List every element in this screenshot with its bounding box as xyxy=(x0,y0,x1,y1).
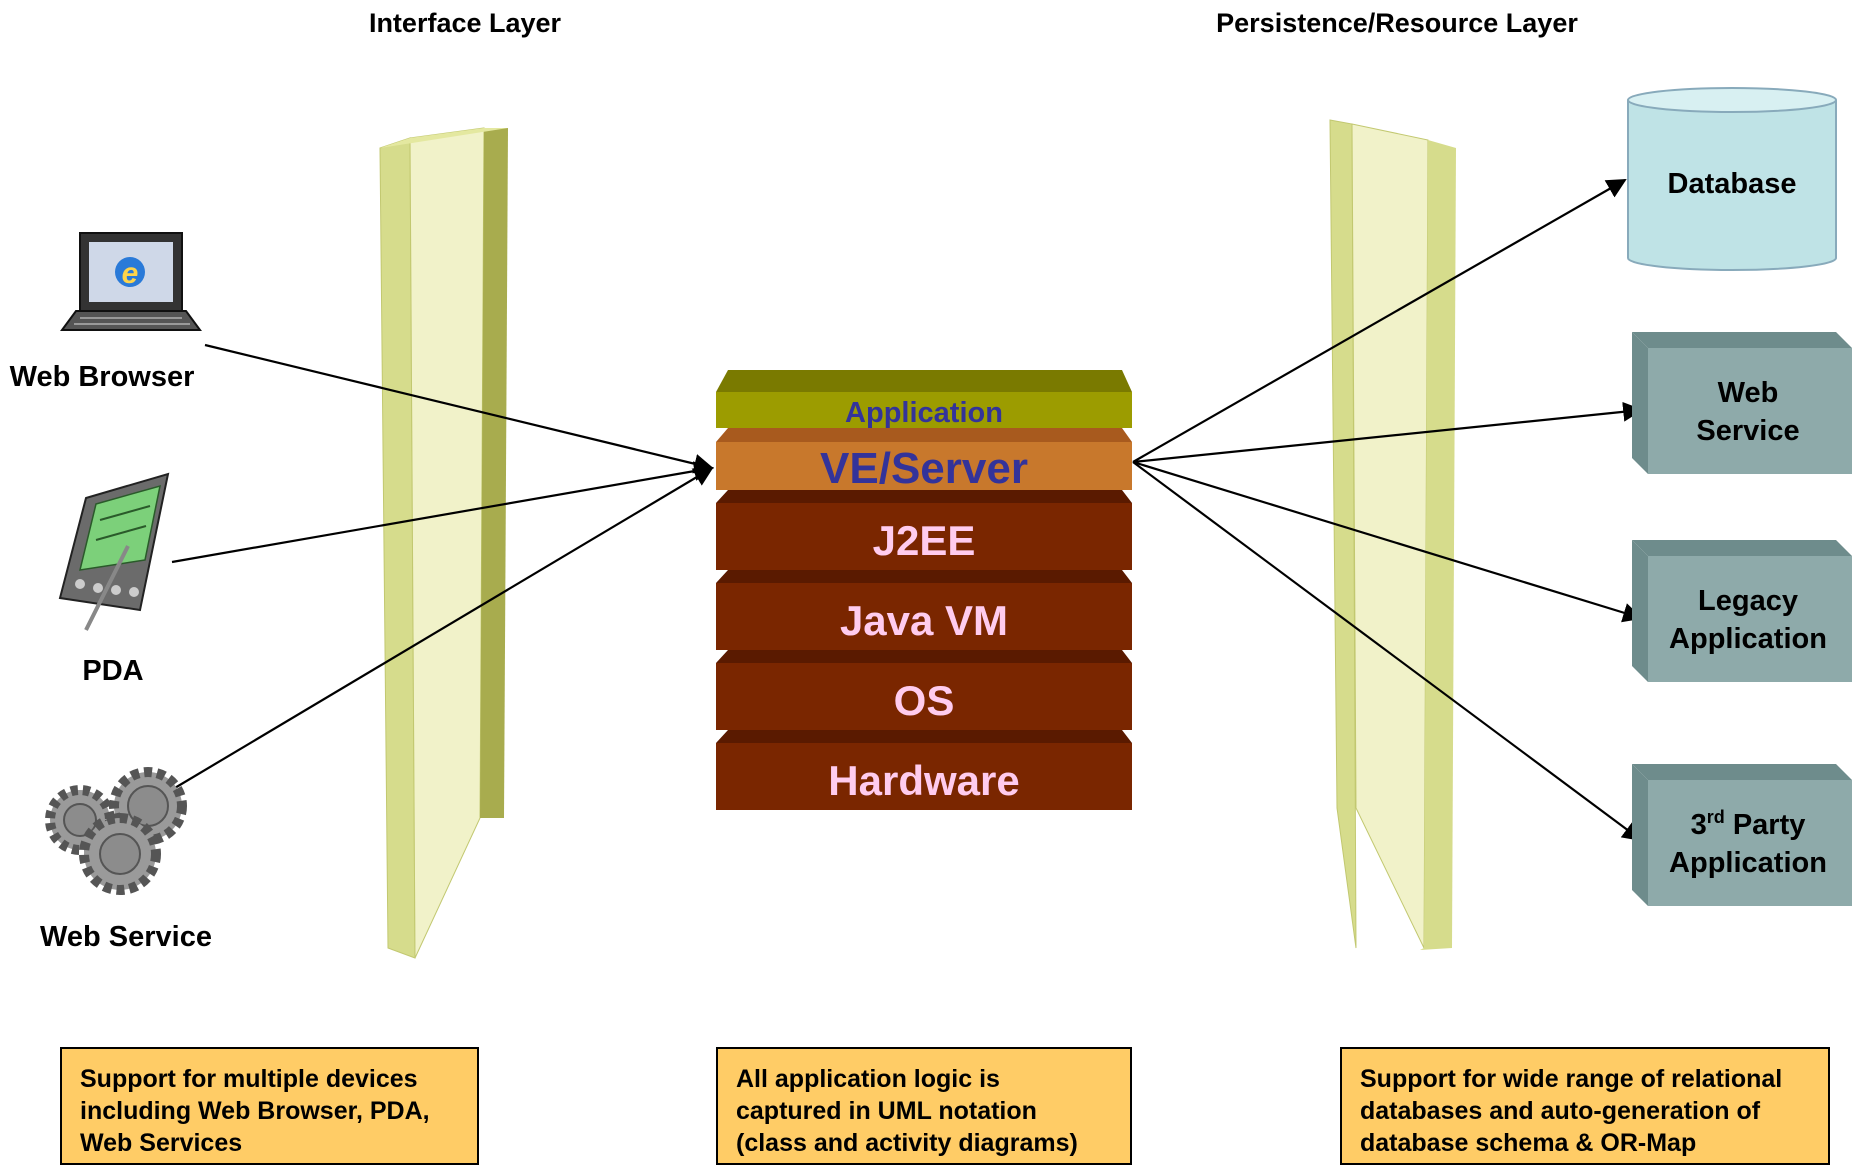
client-label-web-service: Web Service xyxy=(40,921,212,953)
legacy-label-line1: Legacy xyxy=(1698,585,1798,617)
hardware-layer xyxy=(716,743,1132,810)
interface-layer-panel xyxy=(379,127,508,959)
ve-server-label: VE/Server xyxy=(820,444,1028,493)
third-party-application-box xyxy=(1632,764,1852,906)
application-layer xyxy=(716,392,1132,428)
third-party-label-line2: Application xyxy=(1669,847,1827,879)
client-connectors xyxy=(157,343,714,799)
interface-layer-heading: Interface Layer xyxy=(369,8,562,38)
resource-connectors xyxy=(1132,179,1643,842)
legacy-label-line2: Application xyxy=(1669,623,1827,655)
laptop-browser-icon: e xyxy=(60,232,202,331)
web-service-label-line1: Web xyxy=(1718,377,1779,409)
note-application-logic: All application logic is captured in UML… xyxy=(716,1047,1132,1165)
os-layer xyxy=(716,663,1132,730)
j2ee-layer xyxy=(716,503,1132,570)
pda-icon xyxy=(58,472,170,631)
client-label-pda: PDA xyxy=(82,655,143,687)
persistence-layer-panel xyxy=(1329,119,1456,950)
java-vm-layer xyxy=(716,583,1132,650)
java-vm-label: Java VM xyxy=(840,597,1008,644)
j2ee-label: J2EE xyxy=(873,517,976,564)
application-label: Application xyxy=(845,397,1003,429)
note-interface: Support for multiple devices including W… xyxy=(60,1047,479,1165)
ve-server-layer xyxy=(716,442,1132,490)
web-service-label-line2: Service xyxy=(1696,415,1799,447)
svg-text:e: e xyxy=(122,257,139,290)
note-persistence: Support for wide range of relational dat… xyxy=(1340,1047,1830,1165)
hardware-label: Hardware xyxy=(828,757,1019,804)
database-label: Database xyxy=(1668,168,1797,200)
os-label: OS xyxy=(894,677,955,724)
third-party-label-line1: 3rd Party xyxy=(1691,807,1806,841)
legacy-application-box xyxy=(1632,540,1852,682)
gears-icon xyxy=(45,767,187,895)
web-service-box xyxy=(1632,332,1852,474)
database-cylinder xyxy=(1627,87,1837,271)
server-stack xyxy=(716,370,1132,810)
persistence-layer-heading: Persistence/Resource Layer xyxy=(1216,8,1578,38)
client-label-web-browser: Web Browser xyxy=(10,361,195,393)
